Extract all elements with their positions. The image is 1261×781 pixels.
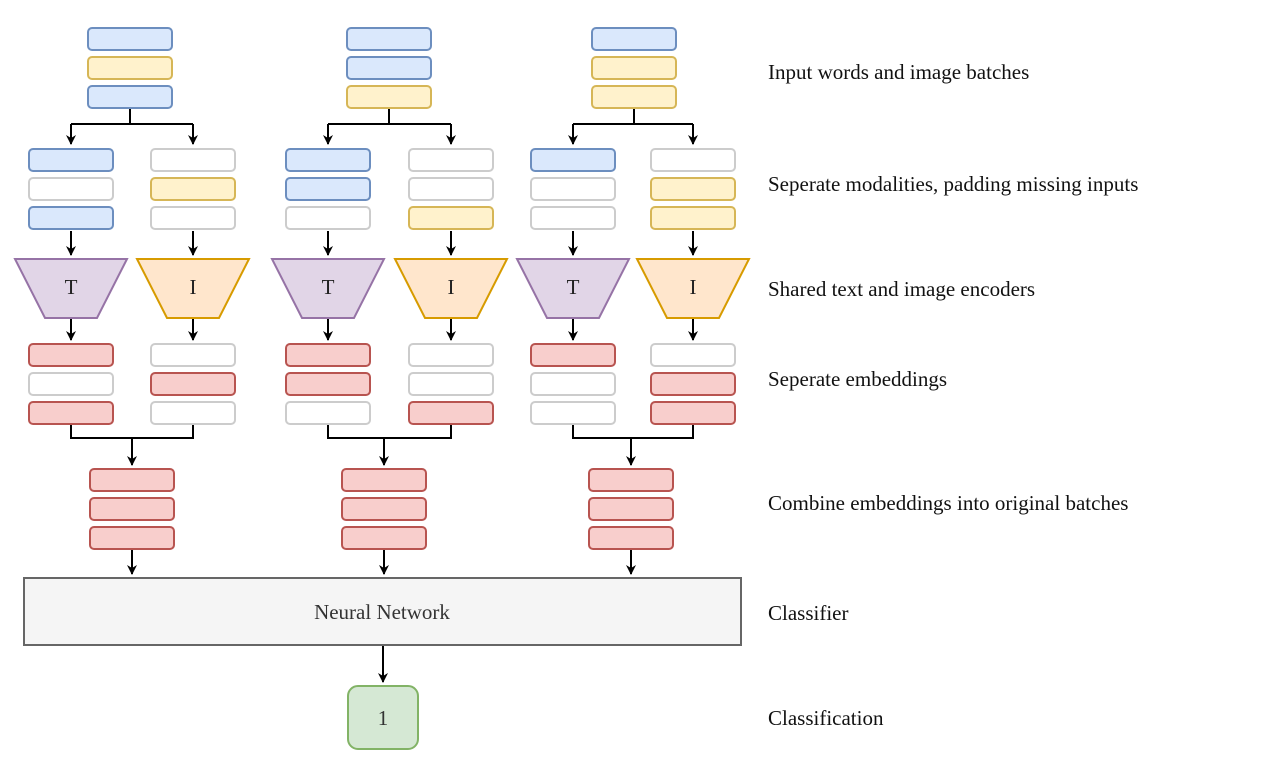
connectors xyxy=(66,109,698,683)
text-branch-cell-empty xyxy=(285,206,371,230)
text-branch-cell-text xyxy=(28,206,114,230)
image-branch-cell-image xyxy=(650,177,736,201)
stage-label-encoders: Shared text and image encoders xyxy=(768,277,1036,301)
image-encoder-label: I xyxy=(190,275,197,299)
input-batch-cell-text xyxy=(87,85,173,109)
image-embeddings-cell-embed xyxy=(650,401,736,425)
output-node xyxy=(347,685,419,750)
combined-batch-cell-embed xyxy=(89,497,175,521)
combined-batch-cell-embed xyxy=(341,526,427,550)
image-encoder-label: I xyxy=(448,275,455,299)
text-encoder-label: T xyxy=(322,275,335,299)
image-branch-cell-empty xyxy=(650,148,736,172)
image-embeddings-cell-empty xyxy=(150,401,236,425)
merge-bar xyxy=(572,425,694,439)
text-branch-cell-empty xyxy=(28,177,114,201)
stage-label-embeddings: Seperate embeddings xyxy=(768,367,948,391)
input-batch-cell-image xyxy=(346,85,432,109)
image-embeddings-cell-empty xyxy=(408,372,494,396)
text-encoder-label: T xyxy=(567,275,580,299)
combined-batch-cell-embed xyxy=(89,526,175,550)
image-encoder xyxy=(135,258,251,319)
image-branch-cell-image xyxy=(408,206,494,230)
merge-bar xyxy=(70,425,194,439)
text-embeddings-cell-embed xyxy=(285,372,371,396)
text-encoder xyxy=(13,258,129,319)
text-embeddings-cell-empty xyxy=(530,372,616,396)
image-encoder xyxy=(393,258,509,319)
input-batch-cell-text xyxy=(87,27,173,51)
image-branch-cell-empty xyxy=(408,148,494,172)
text-embeddings-cell-embed xyxy=(28,401,114,425)
image-embeddings-cell-empty xyxy=(408,343,494,367)
input-batch-cell-text xyxy=(591,27,677,51)
text-embeddings-cell-empty xyxy=(285,401,371,425)
image-branch-cell-image xyxy=(150,177,236,201)
neural-network-box xyxy=(23,577,742,646)
combined-batch-cell-embed xyxy=(89,468,175,492)
image-encoder xyxy=(635,258,751,319)
stage-label-combine: Combine embeddings into original batches xyxy=(768,491,1129,515)
image-embeddings-cell-empty xyxy=(650,343,736,367)
image-embeddings-cell-embed xyxy=(150,372,236,396)
text-embeddings-cell-embed xyxy=(530,343,616,367)
input-batch-cell-image xyxy=(591,56,677,80)
combined-batch-cell-embed xyxy=(588,526,674,550)
image-branch-cell-empty xyxy=(408,177,494,201)
text-embeddings-cell-embed xyxy=(28,343,114,367)
output-value: 1 xyxy=(378,706,389,730)
text-branch-cell-text xyxy=(28,148,114,172)
image-embeddings-cell-empty xyxy=(150,343,236,367)
image-embeddings-cell-embed xyxy=(408,401,494,425)
text-branch-cell-empty xyxy=(530,177,616,201)
text-encoder-label: T xyxy=(65,275,78,299)
input-batch-cell-text xyxy=(346,56,432,80)
combined-batch-cell-embed xyxy=(588,468,674,492)
classifier: Neural Network xyxy=(23,577,742,646)
stage-label-input: Input words and image batches xyxy=(768,60,1030,84)
text-embeddings-cell-empty xyxy=(530,401,616,425)
image-branch-cell-empty xyxy=(150,148,236,172)
input-batch-cell-image xyxy=(591,85,677,109)
classification-output: 1 xyxy=(347,685,419,750)
image-branch-cell-empty xyxy=(150,206,236,230)
neural-network-label: Neural Network xyxy=(314,600,450,624)
input-batch-cell-image xyxy=(87,56,173,80)
combined-batch-cell-embed xyxy=(341,468,427,492)
image-encoder-label: I xyxy=(690,275,697,299)
text-branch-cell-text xyxy=(530,148,616,172)
image-branch-cell-image xyxy=(650,206,736,230)
stage-label-separate: Seperate modalities, padding missing inp… xyxy=(768,172,1139,196)
stage-label-classifier: Classifier xyxy=(768,601,849,625)
image-embeddings-cell-embed xyxy=(650,372,736,396)
text-embeddings-cell-empty xyxy=(28,372,114,396)
input-batch-cell-text xyxy=(346,27,432,51)
text-embeddings-cell-embed xyxy=(285,343,371,367)
combined-batch-cell-embed xyxy=(341,497,427,521)
text-encoder xyxy=(270,258,386,319)
text-branch-cell-empty xyxy=(530,206,616,230)
text-encoder xyxy=(515,258,631,319)
text-branch-cell-text xyxy=(285,177,371,201)
text-branch-cell-text xyxy=(285,148,371,172)
combined-batch-cell-embed xyxy=(588,497,674,521)
stage-label-classification: Classification xyxy=(768,706,884,730)
merge-bar xyxy=(327,425,452,439)
